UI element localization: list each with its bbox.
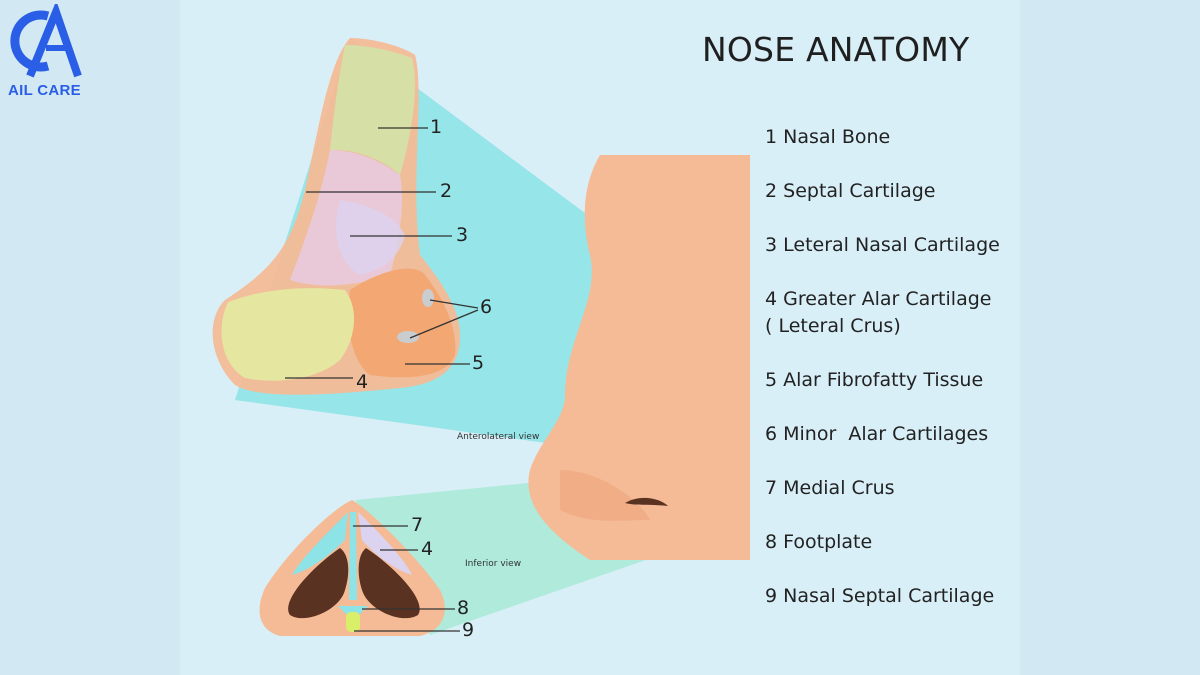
legend-item-9: 9 Nasal Septal Cartilage <box>765 585 995 607</box>
nose-profile <box>528 155 750 560</box>
septal-cartilage-inferior <box>346 612 360 632</box>
brand-name: AIL CARE <box>8 82 81 99</box>
callout-5: 5 <box>472 352 485 374</box>
legend-item-7: 7 Medial Crus <box>765 477 895 499</box>
legend-item-3: 3 Leteral Nasal Cartilage <box>765 234 1000 256</box>
nasal-bone <box>330 45 415 175</box>
callout-4: 4 <box>356 371 369 393</box>
nose-profile-shade <box>560 470 650 521</box>
page-title: NOSE ANATOMY <box>702 30 970 69</box>
greater-alar-cartilage <box>221 288 355 381</box>
callout-9: 9 <box>462 619 475 641</box>
nostril-profile <box>625 497 668 506</box>
lateral-cartilage <box>336 200 405 275</box>
legend-item-4: 4 Greater Alar Cartilage ( Leteral Crus) <box>765 288 992 337</box>
callout-7: 7 <box>411 514 424 536</box>
logo-icon <box>10 4 82 78</box>
callout-8: 8 <box>457 597 470 619</box>
legend-item-5: 5 Alar Fibrofatty Tissue <box>765 369 984 391</box>
nostril-right <box>358 548 420 619</box>
caption-anterolateral: Anterolateral view <box>457 432 540 442</box>
minor-cartilage-a <box>422 289 434 307</box>
nostril-left <box>288 548 349 619</box>
callout-6: 6 <box>480 296 493 318</box>
callout-4-inferior: 4 <box>421 538 434 560</box>
legend-item-1: 1 Nasal Bone <box>765 126 891 148</box>
inferior-lateral-crus-right <box>358 512 412 575</box>
caption-inferior: Inferior view <box>465 559 522 569</box>
minor-cartilage-b <box>397 331 419 343</box>
legend-item-8: 8 Footplate <box>765 531 873 553</box>
legend-item-2: 2 Septal Cartilage <box>765 180 936 202</box>
footplate <box>338 606 368 614</box>
inferior-lateral-crus-left <box>292 512 348 575</box>
medial-crus <box>349 512 357 600</box>
callout-2: 2 <box>440 180 453 202</box>
callout-1: 1 <box>430 116 443 138</box>
legend-item-6: 6 Minor Alar Cartilages <box>765 423 989 445</box>
callout-3: 3 <box>456 224 469 246</box>
